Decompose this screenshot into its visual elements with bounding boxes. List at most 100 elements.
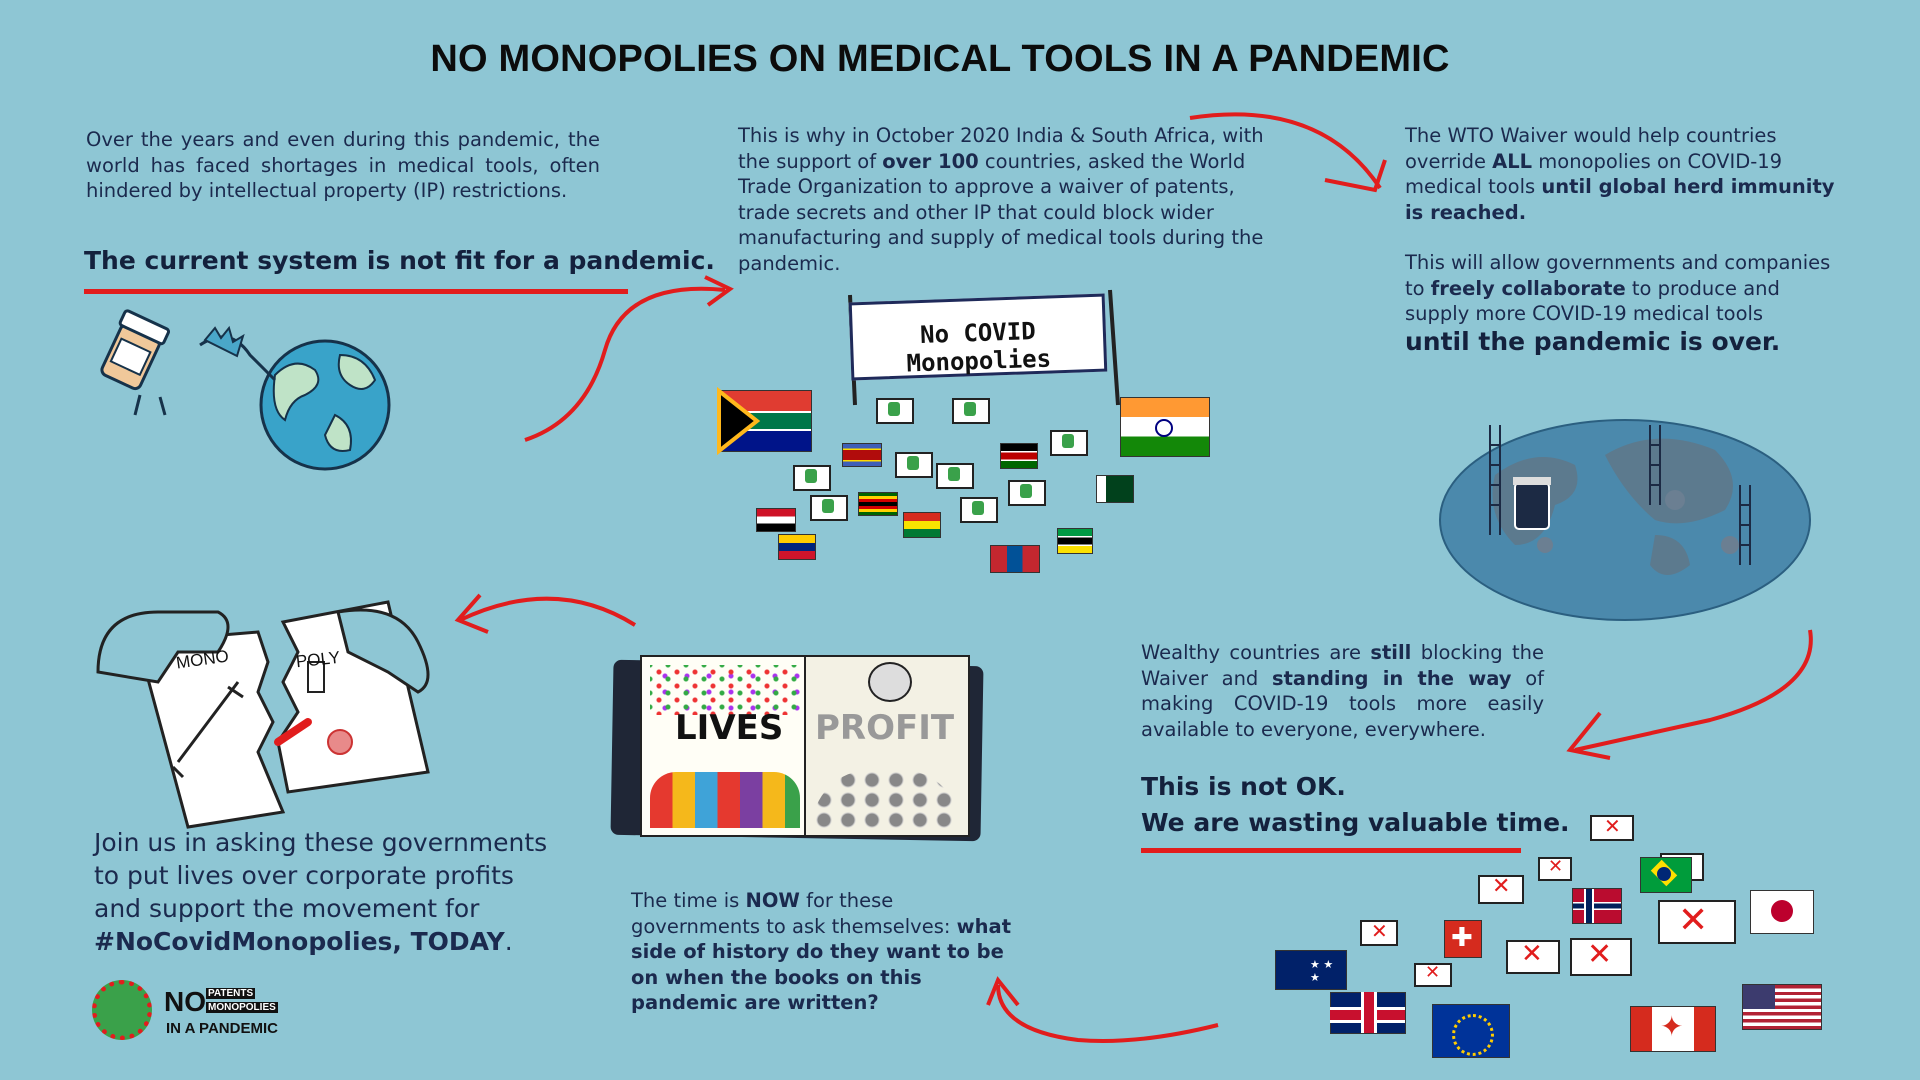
waiver-effect-text: The WTO Waiver would help countries over… — [1405, 123, 1845, 225]
arrow-2 — [1189, 112, 1387, 193]
x-icon: ✕ — [1548, 856, 1564, 877]
waiver-text-bold: over 100 — [882, 149, 979, 173]
flag-mongolia — [990, 545, 1040, 573]
logo-no: NO — [164, 986, 206, 1017]
flag-eswatini — [842, 443, 882, 467]
x-icon: ✕ — [1604, 814, 1621, 838]
effect-text-part: This will allow governments and companie… — [1405, 251, 1831, 300]
flag-norway-cross — [1584, 889, 1594, 923]
x-sign: ✕ — [1360, 919, 1398, 946]
flag-india — [1120, 397, 1210, 457]
effect-text-bold: ALL — [1492, 149, 1533, 173]
not-ok-text: This is not OK. — [1141, 772, 1346, 801]
thumbs-up-icon — [1062, 434, 1074, 448]
virus-logo-icon — [92, 980, 152, 1040]
hand-right-icon — [336, 608, 430, 694]
thumbs-up-sign — [1008, 480, 1046, 506]
flag-brazil-circle — [1657, 867, 1671, 881]
globe-illustration — [100, 309, 391, 471]
intro-underline — [84, 289, 628, 294]
thumbs-up-sign — [810, 495, 848, 521]
thumbs-up-icon — [972, 501, 984, 515]
blocking-text-part: of making COVID-19 tools more easily ava… — [1141, 666, 1544, 741]
flag-venezuela — [778, 534, 816, 560]
flag-australia — [1275, 950, 1347, 990]
logo-in-a-pandemic: IN A PANDEMIC — [166, 1020, 278, 1037]
collaboration-text: This will allow governments and companie… — [1405, 250, 1845, 327]
waiver-text-part: countries, asked the World Trade Organiz… — [738, 149, 1264, 275]
flag-bolivia — [903, 512, 941, 538]
logo-patents: PATENTS — [206, 988, 256, 999]
flag-japan-sun — [1771, 900, 1793, 922]
x-icon: ✕ — [1678, 900, 1709, 941]
intro-text: Over the years and even during this pand… — [86, 127, 600, 204]
thumbs-up-icon — [964, 402, 976, 416]
waiver-text-part: This is why in October 2020 India & Sout… — [738, 124, 1264, 173]
thumbs-up-icon — [907, 456, 919, 470]
effect-text-bold: until global herd immunity is reached. — [1405, 175, 1835, 224]
x-sign: ✕ — [1538, 856, 1572, 881]
thumbs-up-sign — [936, 463, 974, 489]
vial-icon — [1514, 482, 1550, 530]
syringe-icon — [171, 681, 244, 779]
monopoly-man-icon — [868, 662, 912, 702]
page-title: NO MONOPOLIES ON MEDICAL TOOLS IN A PAND… — [430, 38, 1450, 80]
x-icon: ✕ — [1371, 919, 1388, 943]
blocking-text-bold: still — [1370, 641, 1412, 664]
flag-mozambique — [1057, 528, 1093, 554]
flag-zimbabwe — [858, 492, 898, 516]
logo-monopolies: MONOPOLIES — [206, 1002, 278, 1013]
history-text-bold: NOW — [745, 889, 800, 912]
thumbs-up-icon — [888, 402, 900, 416]
thumbs-up-sign — [876, 398, 914, 424]
effect-text-part: The WTO Waiver would help countries over… — [1405, 124, 1777, 173]
arrow-1 — [524, 275, 734, 442]
arrow-3 — [1566, 629, 1813, 760]
hand-left-icon — [96, 610, 230, 684]
logo: NO PATENTS MONOPOLIES IN A PANDEMIC — [88, 978, 308, 1044]
glove-icon — [203, 325, 245, 358]
x-sign: ✕ — [1414, 962, 1452, 987]
arrow-4 — [454, 593, 637, 634]
history-text-bold: what side of history do they want to be … — [631, 914, 1012, 1015]
history-text: The time is NOW for these governments to… — [631, 888, 1021, 1016]
flag-kenya — [1000, 443, 1038, 469]
history-text-part: for these governments to ask themselves: — [631, 889, 957, 938]
flag-usa-canton — [1743, 985, 1775, 1009]
thumbs-up-icon — [822, 499, 834, 513]
maple-leaf-icon: ✦ — [1660, 1010, 1684, 1043]
cta-text-bold: #NoCovidMonopolies, TODAY — [94, 927, 505, 956]
intro-paragraph: Over the years and even during this pand… — [86, 128, 600, 202]
x-icon: ✕ — [1521, 939, 1543, 969]
vial-icon — [307, 661, 325, 693]
x-sign: ✕ — [1506, 939, 1560, 974]
cta-text-part: . — [504, 927, 513, 956]
blocking-underline — [1141, 848, 1521, 853]
book-lives-label: LIVES — [675, 708, 784, 748]
pill-bottle-icon — [100, 309, 171, 391]
flag-norway — [1572, 888, 1622, 924]
australia-stars-icon: ★ ★★ — [1310, 958, 1334, 984]
confetti — [650, 665, 800, 715]
thumbs-up-sign — [895, 452, 933, 478]
pill-icon — [274, 718, 312, 746]
flag-egypt — [756, 508, 796, 532]
ashoka-chakra-icon — [1155, 419, 1173, 437]
x-icon: ✕ — [1425, 962, 1441, 983]
effect-text-bold: freely collaborate — [1430, 276, 1626, 300]
arrow-5 — [986, 976, 1219, 1043]
torn-paper-illustration — [96, 600, 430, 829]
pandemic-over-text: until the pandemic is over. — [1405, 327, 1781, 356]
thumbs-up-icon — [1020, 484, 1032, 498]
blocking-text-bold: standing in the way — [1272, 666, 1512, 690]
x-sign: ✕ — [1590, 814, 1634, 841]
thumbs-up-sign — [960, 497, 998, 523]
banner-text: No COVID Monopolies — [906, 316, 1052, 378]
book-profit-label: PROFIT — [815, 708, 955, 748]
flag-south-africa-triangle — [717, 386, 761, 456]
flag-switzerland — [1444, 920, 1482, 958]
blocking-text-part: blocking the Waiver and — [1141, 641, 1544, 690]
crowd-people — [650, 772, 800, 828]
flag-uk-cross-v — [1361, 992, 1377, 1033]
banner: No COVID Monopolies — [848, 293, 1108, 381]
